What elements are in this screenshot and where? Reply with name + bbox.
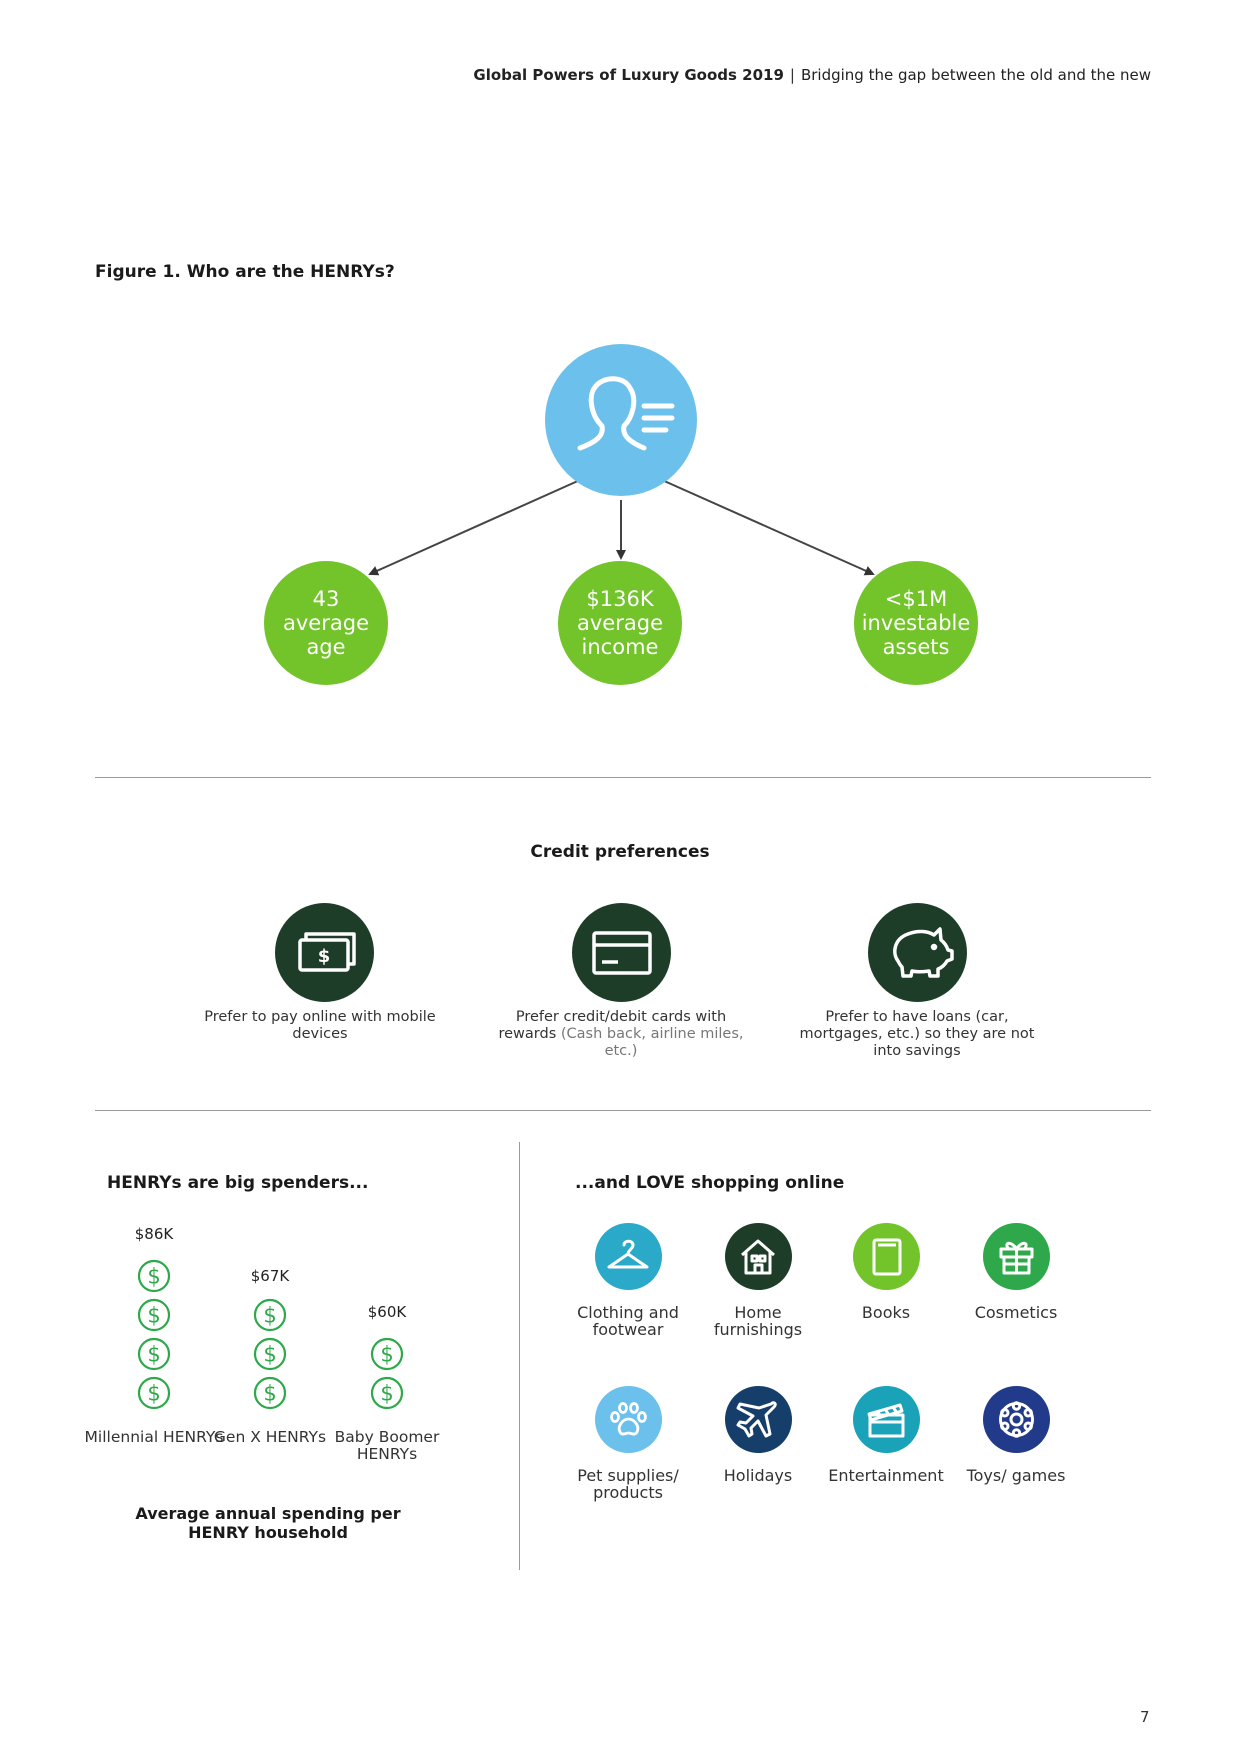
category-label-toys: Toys/ games bbox=[966, 1466, 1066, 1485]
age-value: 43 bbox=[312, 587, 340, 611]
house-icon bbox=[741, 1239, 775, 1275]
category-label-books: Books bbox=[861, 1303, 911, 1322]
svg-text:$: $ bbox=[318, 946, 331, 967]
profile-center-circle bbox=[545, 344, 697, 496]
assets-caption-line1: investable bbox=[861, 611, 971, 635]
credit-text-loans-main: Prefer to have loans (car, mortgages, et… bbox=[799, 1009, 1035, 1059]
svg-text:$: $ bbox=[380, 1343, 393, 1367]
arrow-to-age bbox=[368, 479, 581, 576]
svg-text:$: $ bbox=[147, 1343, 160, 1367]
category-home bbox=[725, 1223, 792, 1290]
spend-value-boomer: $60K bbox=[367, 1303, 407, 1321]
svg-text:$: $ bbox=[147, 1382, 160, 1406]
category-cosmetics bbox=[983, 1223, 1050, 1290]
svg-text:$: $ bbox=[263, 1343, 276, 1367]
credit-card-icon bbox=[592, 931, 652, 975]
credit-item-cards bbox=[572, 903, 671, 1002]
assets-node-circle bbox=[854, 561, 978, 685]
spend-value-millennial: $86K bbox=[134, 1225, 174, 1243]
spend-label-millennial: Millennial HENRYs bbox=[84, 1428, 224, 1446]
age-caption-line1: average bbox=[283, 611, 369, 635]
category-label-clothing: Clothing and footwear bbox=[577, 1303, 679, 1339]
spend-label-boomer: Baby Boomer HENRYs bbox=[334, 1428, 440, 1463]
dollar-coin-icon: $ bbox=[253, 1298, 287, 1332]
gift-icon bbox=[999, 1241, 1034, 1275]
report-title: Global Powers of Luxury Goods 2019 bbox=[473, 66, 784, 84]
figure-title: Figure 1. Who are the HENRYs? bbox=[95, 262, 395, 282]
person-list-icon bbox=[577, 376, 675, 451]
dollar-coin-icon: $ bbox=[370, 1376, 404, 1410]
income-node-circle bbox=[558, 561, 682, 685]
category-label-holidays: Holidays bbox=[723, 1466, 793, 1485]
credit-preferences-title: Credit preferences bbox=[530, 842, 710, 862]
henry-profile-diagram bbox=[264, 344, 978, 685]
assets-caption-line2: assets bbox=[882, 635, 950, 659]
dollar-coin-icon: $ bbox=[137, 1337, 171, 1371]
category-clothing bbox=[595, 1223, 662, 1290]
report-subtitle: Bridging the gap between the old and the… bbox=[800, 66, 1151, 84]
credit-item-mobile-pay: $ bbox=[275, 903, 374, 1002]
svg-text:$: $ bbox=[263, 1382, 276, 1406]
income-caption-line1: average bbox=[577, 611, 663, 635]
paw-icon bbox=[610, 1402, 647, 1436]
credit-text-cards: Prefer credit/debit cards with rewards (… bbox=[491, 1009, 751, 1060]
category-label-entertainment: Entertainment bbox=[828, 1466, 944, 1485]
age-node-label: 43 average age bbox=[264, 561, 388, 685]
dollar-coin-icon: $ bbox=[253, 1337, 287, 1371]
category-toys bbox=[983, 1386, 1050, 1453]
dollar-coin-icon: $ bbox=[137, 1298, 171, 1332]
arrow-to-assets bbox=[661, 479, 875, 576]
big-spenders-title: HENRYs are big spenders... bbox=[107, 1173, 369, 1193]
dollar-coin-icon: $ bbox=[137, 1259, 171, 1293]
vertical-divider bbox=[519, 1142, 520, 1570]
credit-text-mobile-pay-main: Prefer to pay online with mobile devices bbox=[204, 1009, 436, 1042]
income-value: $136K bbox=[586, 587, 654, 611]
category-label-pets: Pet supplies/ products bbox=[577, 1466, 679, 1502]
divider-top bbox=[95, 777, 1151, 778]
assets-node-label: <$1M investable assets bbox=[854, 561, 978, 685]
income-node-label: $136K average income bbox=[558, 561, 682, 685]
page-number: 7 bbox=[1140, 1708, 1150, 1726]
dollar-coin-icon: $ bbox=[137, 1376, 171, 1410]
credit-text-cards-note: (Cash back, airline miles, etc.) bbox=[560, 1026, 744, 1059]
category-entertainment bbox=[853, 1386, 920, 1453]
credit-item-loans bbox=[868, 903, 967, 1002]
age-caption-line2: age bbox=[306, 635, 346, 659]
credit-text-mobile-pay: Prefer to pay online with mobile devices bbox=[190, 1009, 450, 1043]
spend-label-genx: Gen X HENRYs bbox=[213, 1428, 327, 1446]
book-icon bbox=[872, 1238, 902, 1276]
credit-text-cards-main: Prefer credit/debit cards with rewards bbox=[498, 1009, 727, 1042]
hanger-icon bbox=[607, 1239, 649, 1269]
spend-value-genx: $67K bbox=[250, 1267, 290, 1285]
svg-text:$: $ bbox=[380, 1382, 393, 1406]
online-shopping-title: ...and LOVE shopping online bbox=[575, 1173, 845, 1193]
page-header: Global Powers of Luxury Goods 2019 | Bridg… bbox=[0, 66, 1151, 84]
clapperboard-icon bbox=[867, 1403, 905, 1438]
category-label-home: Home furnishings bbox=[713, 1303, 803, 1339]
gear-icon bbox=[999, 1401, 1034, 1438]
dollar-coin-icon: $ bbox=[370, 1337, 404, 1371]
divider-middle bbox=[95, 1110, 1151, 1111]
credit-text-loans: Prefer to have loans (car, mortgages, et… bbox=[787, 1009, 1047, 1060]
svg-text:$: $ bbox=[263, 1304, 276, 1328]
airplane-icon bbox=[736, 1401, 777, 1438]
svg-text:$: $ bbox=[147, 1265, 160, 1289]
age-node-circle bbox=[264, 561, 388, 685]
assets-value: <$1M bbox=[884, 587, 948, 611]
piggy-bank-icon bbox=[893, 927, 954, 978]
spending-caption: Average annual spending per HENRY househ… bbox=[135, 1504, 401, 1542]
category-pets bbox=[595, 1386, 662, 1453]
category-books bbox=[853, 1223, 920, 1290]
header-separator: | bbox=[789, 66, 795, 84]
money-bills-icon: $ bbox=[298, 932, 356, 972]
category-label-cosmetics: Cosmetics bbox=[974, 1303, 1058, 1322]
category-holidays bbox=[725, 1386, 792, 1453]
dollar-coin-icon: $ bbox=[253, 1376, 287, 1410]
svg-text:$: $ bbox=[147, 1304, 160, 1328]
income-caption-line2: income bbox=[581, 635, 659, 659]
